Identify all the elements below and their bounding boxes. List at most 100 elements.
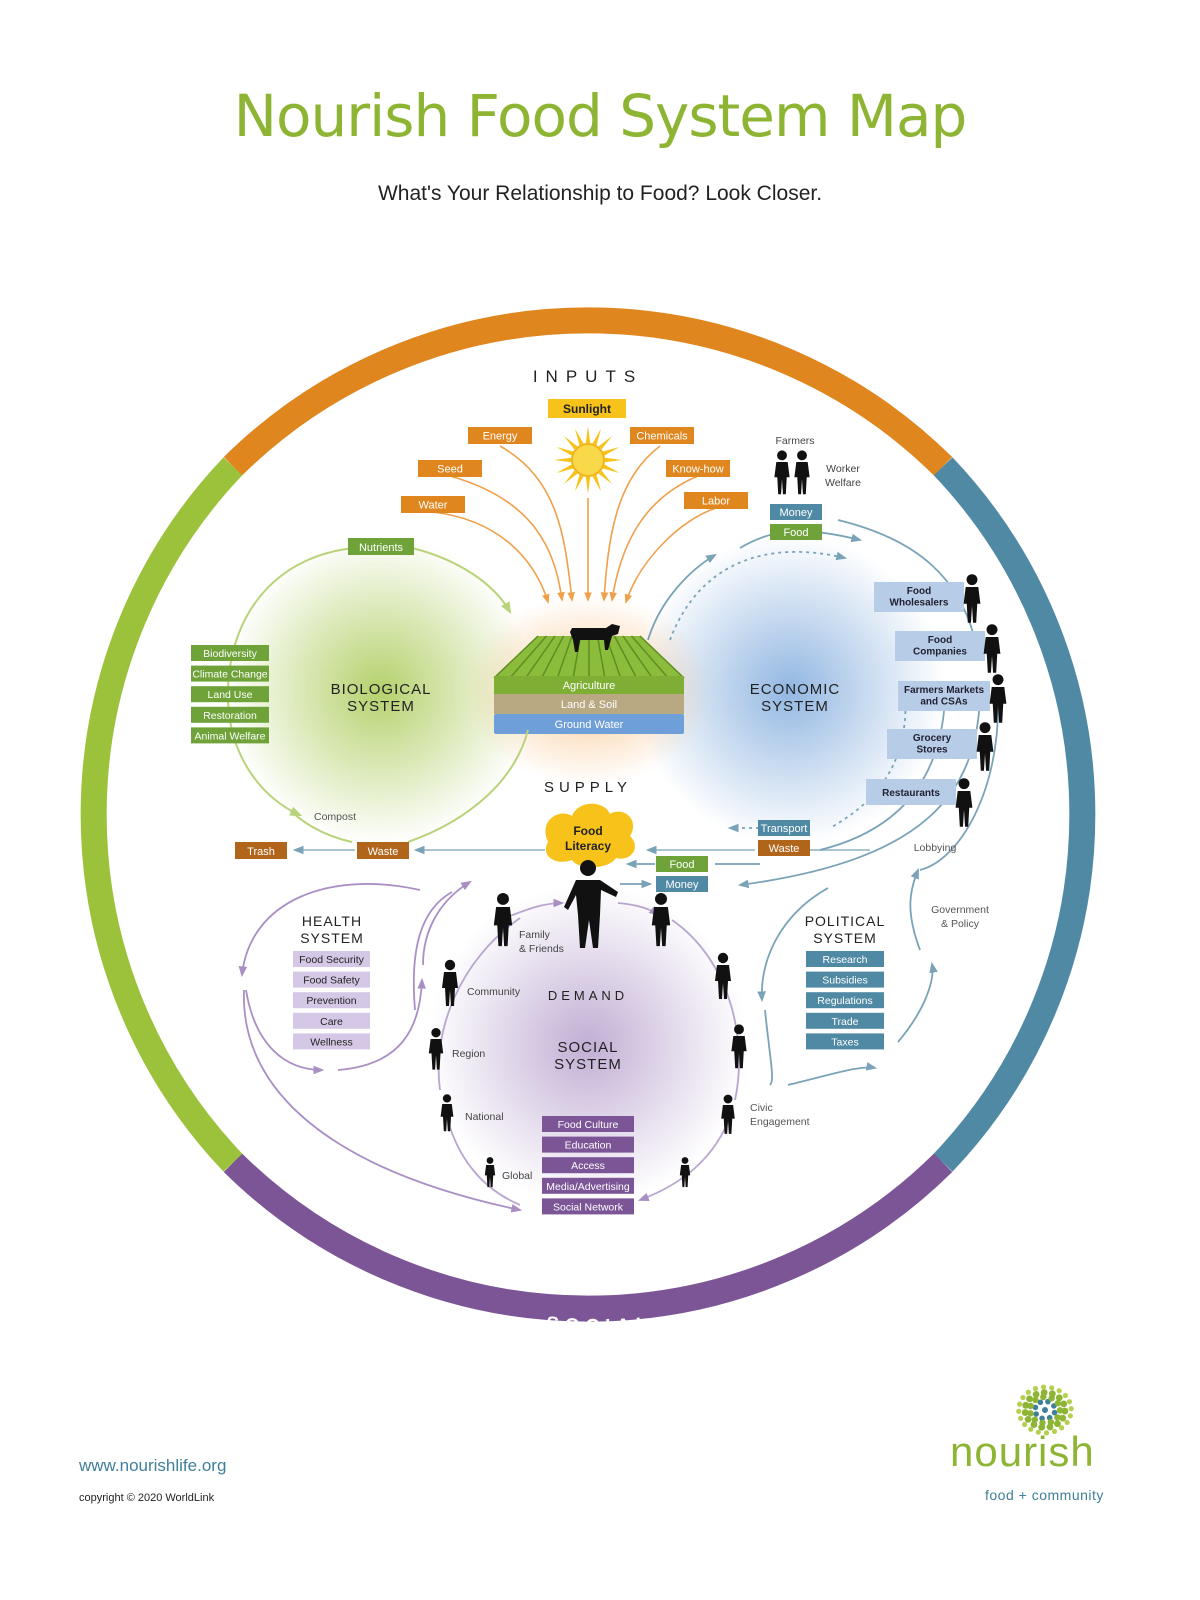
nourish-logo-icon [1016,1384,1074,1436]
social-item-social-network [542,1198,634,1215]
health-item-care [293,1012,370,1029]
political-cycle [757,867,938,1086]
transport-box [758,820,810,836]
page-subtitle: What's Your Relationship to Food? Look C… [377,182,823,205]
social-item-access [542,1157,634,1174]
chain-label: Grocery [913,733,952,744]
input-box-know-how [666,460,730,477]
health-item-food-security [293,951,370,967]
social-item-food-culture [542,1116,634,1132]
social-title-2: SYSTEM [554,1056,622,1073]
family-friends-1: Family [519,929,551,941]
sun-icon [554,426,622,494]
money-label-consumer: Money [665,879,699,891]
health-title-2: SYSTEM [300,930,364,946]
chain-label: Stores [916,745,948,756]
health-item-wellness [293,1033,370,1050]
transport-label: Transport [761,823,808,835]
sunlight-box [548,399,626,418]
copyright: copyright © 2020 WorldLink [79,1492,215,1504]
chain-label: Companies [913,647,967,658]
farm-field: Agriculture Land & Soil Ground Water [493,635,685,734]
health-cycle [238,880,523,1213]
social-item-label: Media/Advertising [546,1181,630,1193]
government-policy-2: & Policy [941,918,980,930]
biological-glow [225,535,535,845]
compost-label: Compost [314,811,356,823]
health-title-1: HEALTH [302,913,362,929]
civic-engagement-2: Engagement [750,1116,810,1128]
biological-title-2: SYSTEM [347,698,415,715]
political-item-label: Regulations [817,995,872,1007]
farmer-person-icon [774,450,790,495]
chain-label: Wholesalers [890,598,949,609]
ring-farming [223,307,953,476]
bio-item-label: Animal Welfare [195,730,266,742]
farmer-person-icon [794,450,810,495]
waste-box [357,842,409,859]
money-label-farmers: Money [779,507,813,519]
food-literacy-2: Literacy [565,839,611,853]
political-title-1: POLITICAL [805,913,886,929]
political-item-taxes [806,1033,884,1050]
global-label: Global [502,1170,532,1182]
political-item-label: Research [823,954,868,966]
bio-item-biodiversity [191,645,269,661]
input-label-labor: Labor [702,496,730,508]
bio-item-label: Land Use [208,689,253,701]
economic-title-2: SYSTEM [761,698,829,715]
nutrients-label: Nutrients [359,542,404,554]
health-item-food-safety [293,971,370,988]
chain-label: Farmers Markets [904,685,984,696]
bio-item-label: Restoration [203,710,257,722]
farmers-label: Farmers [775,435,814,447]
layer-agriculture: Agriculture [563,680,616,692]
layer-ground-water: Ground Water [555,719,624,731]
health-item-label: Food Safety [303,975,360,987]
waste-label-economic: Waste [769,843,800,855]
social-item-label: Food Culture [558,1119,619,1131]
input-label-water: Water [419,500,448,512]
political-item-label: Subsidies [822,975,868,987]
input-label-know-how: Know-how [672,464,723,476]
chain-label: Food [907,586,931,597]
bio-item-animal-welfare [191,727,269,744]
layer-land-soil: Land & Soil [561,699,617,711]
nutrients-box [348,538,414,555]
worker-person-icon [955,778,973,827]
political-item-label: Taxes [831,1036,858,1048]
social-glow [428,885,748,1205]
supply-heading: SUPPLY [544,779,632,796]
food-box-consumer [656,856,708,872]
health-item-label: Food Security [299,954,365,966]
inputs-heading: INPUTS [533,367,643,386]
chain-label: Food [928,635,952,646]
worker-person-icon [976,722,994,771]
page-title: Nourish Food System Map [233,82,968,150]
ring-label-farming: FARMING [533,279,666,304]
website-link[interactable]: www.nourishlife.org [79,1456,227,1475]
input-label-energy: Energy [483,431,518,443]
chain-restaurants [866,779,956,805]
input-arrows [432,445,717,604]
national-label: National [465,1111,504,1123]
ring-environmental [80,457,243,1172]
chain-grocery-stores [887,729,977,759]
brand-tagline: food + community [985,1487,1104,1503]
political-item-research [806,951,884,967]
waste-label: Waste [368,846,399,858]
bio-item-climate-change [191,665,269,682]
social-item-label: Access [571,1160,605,1172]
money-box-consumer [656,876,708,892]
input-box-labor [684,492,748,509]
political-title-2: SYSTEM [813,930,877,946]
social-item-education [542,1136,634,1153]
economic-title-1: ECONOMIC [750,681,841,698]
input-box-seed [418,460,482,477]
input-label-chemicals: Chemicals [636,431,688,443]
political-item-trade [806,1012,884,1029]
